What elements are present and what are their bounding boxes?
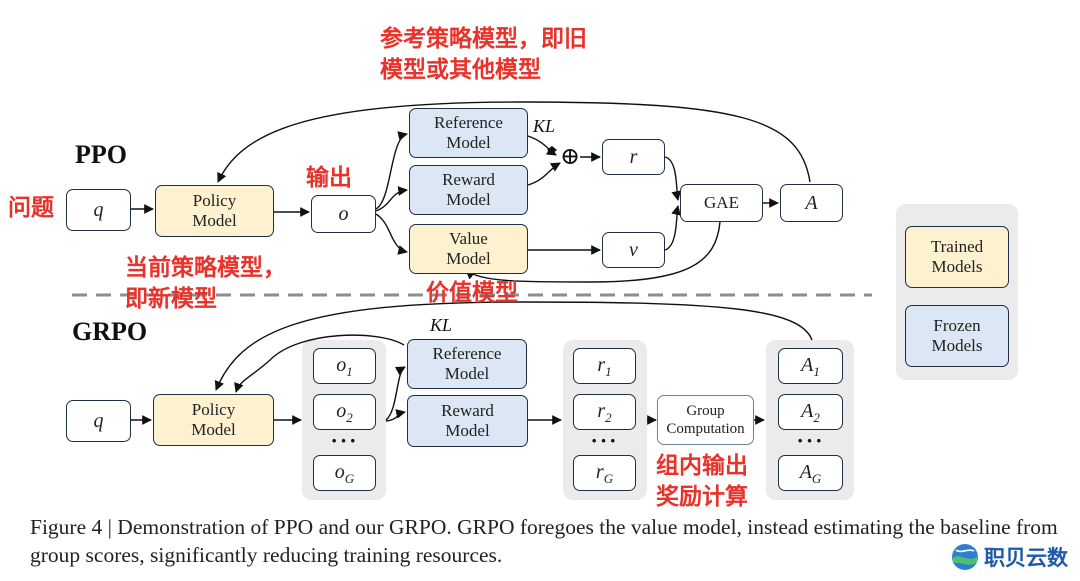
annotation-reference-note: 参考策略模型，即旧 模型或其他模型 bbox=[380, 26, 587, 84]
grpo-policy-label-2: Model bbox=[191, 420, 236, 439]
annotation-output: 输出 bbox=[306, 165, 352, 191]
grpo-ag-box: AG bbox=[778, 455, 843, 491]
ppo-r-box: r bbox=[602, 139, 665, 175]
ppo-q-label: q bbox=[93, 199, 104, 221]
grpo-reference-kl-feedback bbox=[234, 334, 405, 393]
ppo-gae-to-value-feedback bbox=[465, 221, 721, 283]
grpo-reward-label-1: Reward bbox=[441, 400, 494, 420]
ppo-v-to-gae-arrow bbox=[664, 205, 681, 251]
grpo-o1-label: o1 bbox=[336, 353, 353, 379]
ppo-a-label: A bbox=[805, 192, 818, 214]
ppo-kl-label: KL bbox=[533, 116, 556, 136]
ppo-value-label-1: Value bbox=[449, 228, 488, 248]
grpo-a1-box: A1 bbox=[778, 348, 843, 384]
annotation-current-policy: 当前策略模型， 即新模型 bbox=[125, 255, 286, 313]
ppo-v-box: v bbox=[602, 232, 665, 268]
grpo-policy-label-1: Policy bbox=[191, 399, 236, 419]
ppo-reward-to-plus-arrow bbox=[527, 162, 561, 186]
legend-frozen-label-1: Frozen bbox=[933, 315, 981, 335]
grpo-kl-label: KL bbox=[430, 315, 453, 335]
ppo-value-model-box: Value Model bbox=[409, 224, 528, 274]
legend-trained-label-1: Trained bbox=[930, 236, 984, 256]
ppo-o-to-reward-arrow bbox=[375, 186, 408, 212]
ppo-policy-label-1: Policy bbox=[192, 190, 237, 210]
grpo-og-box: oG bbox=[313, 455, 376, 491]
grpo-og-label: oG bbox=[334, 460, 355, 486]
grpo-a1-label: A1 bbox=[801, 353, 820, 379]
ppo-r-label: r bbox=[629, 146, 638, 168]
ppo-q-box: q bbox=[66, 189, 131, 231]
grpo-a2-box: A2 bbox=[778, 394, 843, 430]
legend-trained-label-2: Models bbox=[931, 257, 983, 276]
watermark-text: 职贝云数 bbox=[984, 546, 1068, 570]
grpo-r2-label: r2 bbox=[597, 399, 612, 425]
ppo-policy-label-2: Model bbox=[192, 211, 237, 230]
ppo-title: PPO bbox=[75, 140, 127, 169]
grpo-reward-label-2: Model bbox=[445, 421, 490, 440]
ppo-reward-model-box: Reward Model bbox=[409, 165, 528, 215]
ppo-o-box: o bbox=[311, 195, 376, 233]
grpo-reference-label-1: Reference bbox=[432, 343, 502, 363]
grpo-o2-box: o2 bbox=[313, 394, 376, 430]
grpo-policy-model-box: Policy Model bbox=[153, 394, 274, 446]
ppo-reward-label-1: Reward bbox=[442, 169, 495, 189]
grpo-rg-label: rG bbox=[595, 460, 614, 486]
grpo-reference-model-box: Reference Model bbox=[407, 339, 527, 389]
ppo-o-to-value-arrow bbox=[375, 213, 408, 255]
ppo-o-to-reference-arrow bbox=[375, 131, 408, 210]
grpo-a-to-policy-feedback bbox=[214, 301, 813, 391]
ppo-kl-diamond bbox=[547, 146, 557, 154]
grpo-advantages-ellipsis: ··· bbox=[796, 428, 825, 453]
grpo-r2-box: r2 bbox=[573, 394, 636, 430]
grpo-title: GRPO bbox=[72, 317, 148, 346]
ppo-o-label: o bbox=[338, 203, 349, 225]
legend-frozen-label-2: Models bbox=[931, 336, 983, 355]
ppo-reference-kl-arrow bbox=[527, 135, 557, 156]
ppo-policy-model-box: Policy Model bbox=[155, 185, 274, 237]
ppo-a-to-policy-feedback bbox=[217, 101, 811, 183]
grpo-o1-box: o1 bbox=[313, 348, 376, 384]
legend-trained-models-box: Trained Models bbox=[905, 226, 1009, 288]
ppo-reference-model-box: Reference Model bbox=[409, 108, 528, 158]
grpo-group-label-1: Group bbox=[686, 403, 725, 419]
annotation-question: 问题 bbox=[8, 195, 54, 221]
grpo-q-label: q bbox=[93, 410, 104, 432]
grpo-rg-box: rG bbox=[573, 455, 636, 491]
annotation-group-reward: 组内输出 奖励计算 bbox=[656, 453, 748, 511]
ppo-reference-label-1: Reference bbox=[434, 112, 503, 132]
ppo-reference-label-2: Model bbox=[446, 133, 491, 152]
grpo-outputs-ellipsis: ··· bbox=[330, 428, 359, 453]
grpo-q-box: q bbox=[66, 400, 131, 442]
grpo-reference-label-2: Model bbox=[444, 364, 490, 383]
ppo-a-box: A bbox=[780, 184, 843, 222]
annotation-value-model: 价值模型 bbox=[426, 280, 518, 306]
ppo-value-label-2: Model bbox=[446, 249, 491, 268]
grpo-rewards-ellipsis: ··· bbox=[590, 428, 619, 453]
grpo-outputs-to-reward-arrow bbox=[385, 409, 406, 422]
grpo-outputs-to-reference-arrow bbox=[385, 366, 406, 421]
grpo-r1-label: r1 bbox=[597, 353, 612, 379]
grpo-a2-label: A2 bbox=[801, 399, 820, 425]
ppo-reward-label-2: Model bbox=[446, 190, 491, 209]
grpo-r1-box: r1 bbox=[573, 348, 636, 384]
ppo-v-label: v bbox=[629, 239, 638, 261]
ppo-gae-box: GAE bbox=[680, 184, 763, 222]
ppo-gae-label: GAE bbox=[704, 192, 739, 212]
grpo-reward-model-box: Reward Model bbox=[407, 395, 528, 447]
legend-frozen-models-box: Frozen Models bbox=[905, 305, 1009, 367]
watermark: 职贝云数 bbox=[950, 542, 1068, 572]
figure-caption: Figure 4 | Demonstration of PPO and our … bbox=[30, 515, 1058, 567]
globe-logo-icon bbox=[952, 544, 978, 570]
ppo-r-to-gae-arrow bbox=[664, 156, 682, 201]
grpo-ag-label: AG bbox=[799, 460, 822, 486]
grpo-group-computation-box: Group Computation bbox=[657, 395, 754, 445]
grpo-group-label-2: Computation bbox=[666, 421, 745, 437]
grpo-o2-label: o2 bbox=[336, 399, 353, 425]
ppo-plus-icon: ⊕ bbox=[560, 144, 581, 170]
